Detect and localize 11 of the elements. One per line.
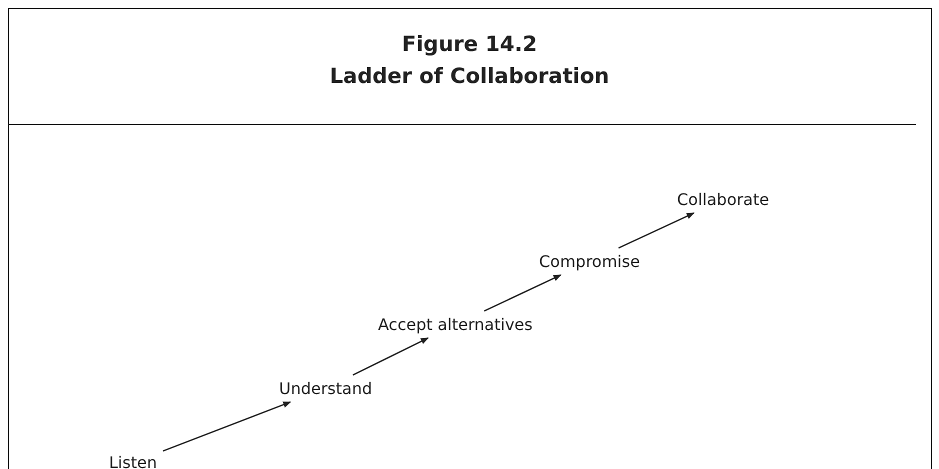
figure-number: Figure 14.2	[400, 32, 538, 56]
step-label: Understand	[276, 377, 376, 400]
figure-title: Ladder of Collaboration	[328, 64, 610, 88]
step-label: Accept alternatives	[375, 313, 536, 336]
arrow	[352, 337, 429, 376]
step-label: Collaborate	[674, 188, 772, 211]
arrow	[484, 274, 562, 312]
step-label: Compromise	[536, 250, 643, 273]
step-label: Listen	[106, 451, 160, 469]
arrow	[618, 212, 695, 249]
arrow	[162, 401, 292, 452]
